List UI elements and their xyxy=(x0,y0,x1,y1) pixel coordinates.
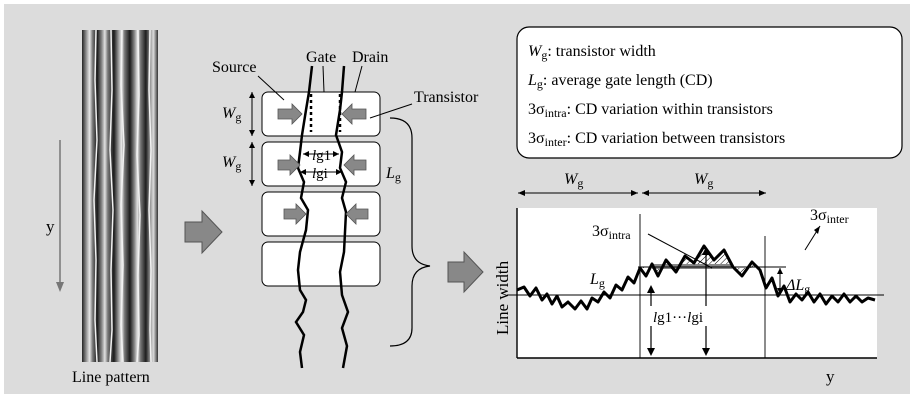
wg-dim1-bottom xyxy=(249,130,255,136)
range-b-bottom xyxy=(702,348,710,356)
lg-brace xyxy=(389,117,431,347)
sem-edge-2 xyxy=(109,29,114,363)
plot-wg1-left xyxy=(518,190,525,196)
leader-drain xyxy=(354,65,363,93)
edge-arrow-2l xyxy=(277,154,301,176)
edge-arrow-1r xyxy=(341,103,367,125)
hatched-variation xyxy=(640,246,760,276)
sigma-inter-label: 3σinter xyxy=(810,207,849,226)
lgi-label: lgi xyxy=(312,166,328,182)
range-label: lg1···lgi xyxy=(653,310,703,326)
lg1-label: lg1 xyxy=(312,148,331,164)
arrow-sem-to-transistors xyxy=(184,209,223,255)
lgi-arrowhead-right xyxy=(336,169,342,175)
legend-line-1: Wg: transistor width xyxy=(528,43,656,62)
delta-lg-bottom xyxy=(777,288,783,294)
plot-wg2-right xyxy=(759,190,766,196)
plot-xlabel: y xyxy=(826,367,835,386)
legend-box xyxy=(516,26,903,159)
edge-arrow-3r xyxy=(345,203,369,225)
label-source: Source xyxy=(212,59,256,76)
sem-edge-1 xyxy=(93,29,98,363)
plot-wg-label-1: Wg xyxy=(564,171,583,190)
sigma-inter-arrowhead xyxy=(814,226,820,234)
sem-y-arrowhead xyxy=(56,282,64,292)
leader-gate xyxy=(322,65,325,93)
plot-wg1-right xyxy=(631,190,638,196)
edge-arrow-1l xyxy=(277,103,303,125)
transistor-box-1 xyxy=(261,91,381,137)
wg-dim1-top xyxy=(249,92,255,98)
legend-line-3: 3σintra: CD variation within transistors xyxy=(528,101,773,120)
label-transistor: Transistor xyxy=(414,89,479,106)
leader-source xyxy=(257,75,285,101)
plot-ylabel: Line width xyxy=(493,260,512,335)
sem-image xyxy=(82,30,158,362)
transistor-box-2 xyxy=(261,141,381,187)
lgi-arrowhead-left xyxy=(300,169,306,175)
label-gate: Gate xyxy=(306,49,336,66)
gate-left-edge xyxy=(294,65,314,369)
edge-arrow-2r xyxy=(343,154,367,176)
range-label-backdrop xyxy=(650,306,730,326)
edge-arrow-3l xyxy=(283,203,307,225)
plot-area xyxy=(517,208,877,358)
sem-y-label: y xyxy=(46,217,55,236)
legend-line-2: Lg: average gate length (CD) xyxy=(527,72,713,91)
transistor-box-4 xyxy=(261,241,381,287)
plot-lg-label: Lg xyxy=(589,271,605,290)
sem-caption: Line pattern xyxy=(72,369,150,386)
legend-line-4: 3σinter: CD variation between transistor… xyxy=(528,130,785,149)
sigma-intra-leader xyxy=(647,233,713,269)
line-width-trace xyxy=(516,244,876,311)
gate-right-edge xyxy=(334,65,350,369)
plot-wg-label-2: Wg xyxy=(694,171,713,190)
sem-edge-5 xyxy=(148,29,152,363)
range-a-bottom xyxy=(647,348,655,356)
lg-label: Lg xyxy=(385,165,401,184)
range-a-top xyxy=(647,285,655,293)
transistor-box-3 xyxy=(261,191,381,237)
sigma-intra-label: 3σintra xyxy=(592,223,631,242)
wg-label-1: Wg xyxy=(222,105,241,124)
delta-lg-top xyxy=(777,268,783,274)
lg1-arrowhead-left xyxy=(303,151,309,157)
leader-transistor xyxy=(369,103,413,119)
wg-dim2-bottom xyxy=(249,180,255,186)
arrow-transistors-to-plot xyxy=(447,250,484,294)
range-b-top xyxy=(702,247,710,255)
label-drain: Drain xyxy=(352,49,388,66)
wg-label-2: Wg xyxy=(222,154,241,173)
delta-lg-label: ΔLg xyxy=(785,277,810,296)
wg-dim2-top xyxy=(249,142,255,148)
plot-wg2-left xyxy=(642,190,649,196)
lg1-arrowhead-right xyxy=(333,151,339,157)
sem-edge-4 xyxy=(136,29,141,363)
sem-edge-3 xyxy=(120,29,125,363)
transistor-stack xyxy=(261,91,381,287)
sem-line-pattern xyxy=(82,29,158,363)
